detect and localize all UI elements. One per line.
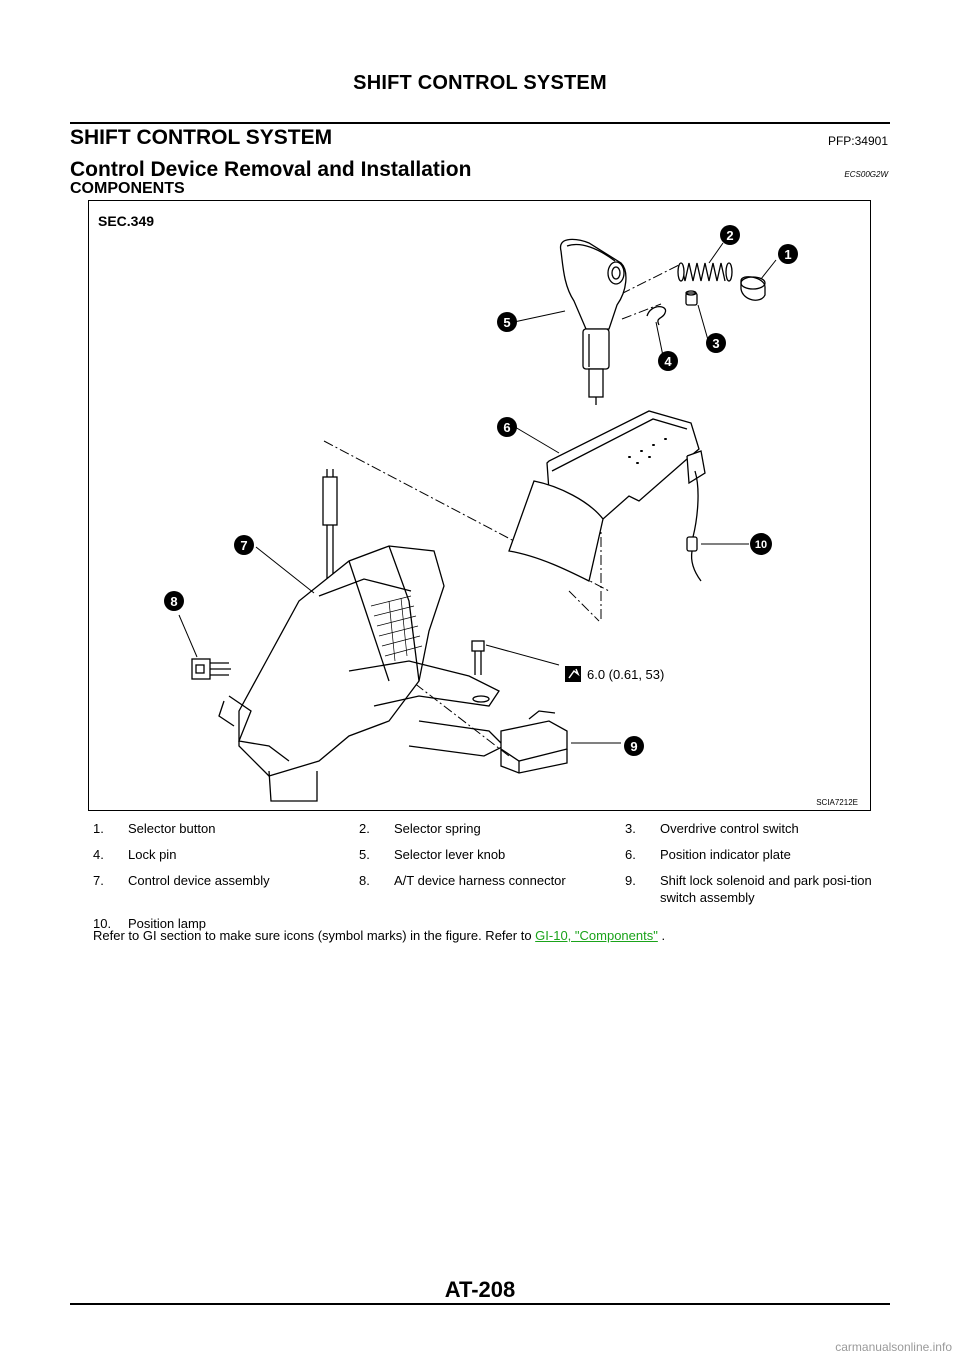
subsection-title: Control Device Removal and Installation [70, 158, 472, 181]
legend-text: A/T device harness connector [394, 873, 566, 888]
svg-text:4: 4 [664, 354, 672, 369]
legend-text: Shift lock solenoid and park posi-tion s… [660, 873, 872, 905]
position-indicator-plate-part [508, 410, 706, 582]
callout-6: 6 [497, 417, 517, 437]
note-end: . [657, 928, 666, 943]
bottom-rule [70, 1303, 890, 1305]
legend-item: 6. Position indicator plate [625, 846, 891, 863]
legend: 1. Selector button 2. Selector spring 3. Ov… [93, 820, 893, 941]
legend-num: 5. [359, 847, 370, 862]
legend-num: 1. [93, 821, 104, 836]
running-title: SHIFT CONTROL SYSTEM [353, 72, 607, 94]
callout-1: 1 [778, 244, 798, 264]
exploded-view-drawing: 1 2 3 4 5 6 7 8 9 10 6.0 (0.61, 53) [164, 225, 798, 802]
svg-text:7: 7 [240, 538, 247, 553]
section-title: SHIFT CONTROL SYSTEM [70, 126, 333, 149]
legend-text: Control device assembly [128, 873, 270, 888]
shift-lock-solenoid-part [500, 710, 568, 774]
callout-2: 2 [720, 225, 740, 245]
callout-5: 5 [497, 312, 517, 332]
legend-text: Overdrive control switch [660, 821, 799, 836]
legend-row: 7. Control device assembly 8. A/T device h… [93, 872, 893, 906]
legend-row: 1. Selector button 2. Selector spring 3. Ov… [93, 820, 893, 837]
legend-num: 3. [625, 821, 636, 836]
legend-num: 10. [93, 916, 112, 931]
legend-item: 4. Lock pin [93, 846, 359, 863]
legend-num: 8. [359, 873, 370, 888]
svg-text:6: 6 [503, 420, 510, 435]
control-device-assembly-part [218, 469, 506, 802]
components-link[interactable]: GI-10, "Components" [535, 928, 658, 943]
components-heading: COMPONENTS [70, 180, 185, 197]
torque-spec: 6.0 (0.61, 53) [565, 666, 664, 682]
callout-10: 10 [750, 533, 772, 555]
callout-8: 8 [164, 591, 184, 611]
bolt-part [471, 640, 490, 703]
watermark: carmanualsonline.info [835, 1340, 952, 1354]
legend-item: 3. Overdrive control switch [625, 820, 891, 837]
legend-num: 4. [93, 847, 104, 862]
reference-note: Refer to GI section to make sure icons (… [93, 928, 665, 943]
overdrive-switch-part [685, 290, 698, 306]
selector-button-part [740, 276, 766, 301]
pfp-code: PFP:34901 [827, 134, 888, 148]
callout-4: 4 [658, 351, 678, 371]
legend-item: 1. Selector button [93, 820, 359, 837]
torque-value: 6.0 (0.61, 53) [587, 667, 664, 682]
document-code: ECS00G2W [844, 170, 888, 179]
legend-text: Lock pin [128, 847, 177, 862]
legend-item: 8. A/T device harness connector [359, 872, 625, 906]
svg-text:1: 1 [784, 247, 791, 262]
legend-item: 7. Control device assembly [93, 872, 359, 906]
selector-spring-part [677, 262, 733, 282]
callout-3: 3 [706, 333, 726, 353]
legend-text: Selector button [128, 821, 216, 836]
svg-text:5: 5 [503, 315, 510, 330]
legend-num: 6. [625, 847, 636, 862]
legend-item: 5. Selector lever knob [359, 846, 625, 863]
legend-num: 7. [93, 873, 104, 888]
leader-lines [178, 242, 777, 744]
legend-text: Position lamp [128, 916, 207, 931]
legend-text: Selector spring [394, 821, 481, 836]
selector-lever-knob-part [559, 238, 627, 405]
svg-text:8: 8 [170, 594, 177, 609]
note-text: Refer to GI section to make sure icons (… [93, 928, 536, 943]
legend-num: 9. [625, 873, 636, 888]
callout-numbers: 1 2 3 4 5 6 7 8 9 10 [164, 225, 798, 756]
harness-connector-part [191, 658, 231, 680]
position-lamp-part [686, 470, 702, 582]
figure-id: SCIA7212E [816, 798, 858, 807]
svg-text:2: 2 [726, 228, 733, 243]
components-figure: SEC.349 [88, 200, 871, 811]
svg-text:3: 3 [712, 336, 719, 351]
svg-text:9: 9 [630, 739, 637, 754]
legend-item: 9. Shift lock solenoid and park posi-tion… [625, 872, 891, 906]
callout-9: 9 [624, 736, 644, 756]
top-rule [70, 122, 890, 124]
legend-num: 2. [359, 821, 370, 836]
legend-item: 2. Selector spring [359, 820, 625, 837]
lock-pin-part [646, 305, 667, 326]
legend-text: Selector lever knob [394, 847, 506, 862]
sec-label: SEC.349 [98, 213, 155, 229]
callout-7: 7 [234, 535, 254, 555]
page-number: AT-208 [444, 1277, 516, 1302]
legend-item: 10. Position lamp [93, 915, 359, 932]
legend-row: 4. Lock pin 5. Selector lever knob 6. Posit… [93, 846, 893, 863]
legend-text: Position indicator plate [660, 847, 791, 862]
legend-row: 10. Position lamp [93, 915, 893, 932]
svg-text:10: 10 [755, 539, 767, 551]
